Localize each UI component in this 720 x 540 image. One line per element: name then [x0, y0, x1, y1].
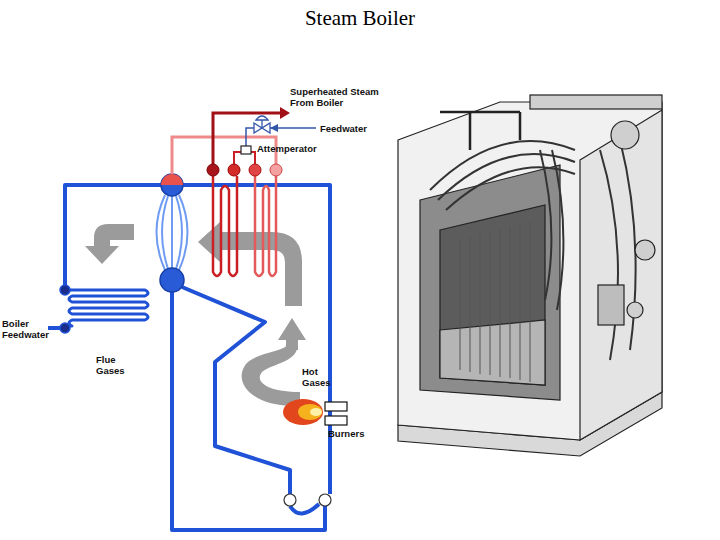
- water-pipe: [183, 185, 330, 494]
- superheater-coil: [255, 176, 276, 276]
- part-label: Superheated Steam From Boiler: [290, 86, 398, 108]
- boiler-tube: [600, 150, 618, 360]
- flue-gas-arrow: [85, 224, 134, 264]
- header-circle: [319, 494, 331, 506]
- steam-arrowhead: [280, 107, 290, 119]
- burner-housing: [598, 285, 624, 325]
- header-circle: [207, 164, 219, 176]
- furnace-opening: [420, 165, 560, 400]
- casing-front: [580, 110, 662, 440]
- downcomer-pipe: [172, 292, 325, 530]
- part-label: Hot Gases: [302, 366, 336, 388]
- piping: [440, 112, 520, 150]
- header-circle: [228, 164, 240, 176]
- mud-drum: [160, 268, 184, 292]
- steam-drum-illustration: [611, 121, 639, 149]
- superheated-steam-pipe: [213, 113, 282, 164]
- water-circuit: [48, 185, 330, 530]
- superheater: [172, 113, 316, 276]
- riser-tube: [176, 196, 182, 269]
- superheater-coil: [213, 176, 237, 276]
- header-circle: [270, 164, 282, 176]
- steam-drum-steam-space: [161, 174, 183, 185]
- boiler-cutaway-illustration: [398, 95, 662, 456]
- riser-tube: [157, 195, 166, 270]
- tube-bank: [460, 222, 530, 382]
- economizer-inlet: [60, 323, 70, 333]
- burner-nozzle: [325, 402, 347, 411]
- fitting: [635, 240, 655, 260]
- part-label: Flue Gases: [96, 354, 130, 376]
- burner-flame: [298, 404, 322, 420]
- tube-row: [460, 222, 530, 382]
- water-pipe: [182, 287, 290, 494]
- furnace-floor: [440, 320, 545, 385]
- riser-tubes: [157, 195, 188, 270]
- casing-body: [398, 102, 662, 440]
- valve-actuator: [256, 116, 268, 128]
- boiler-tube: [540, 150, 551, 300]
- riser-tube: [162, 196, 168, 269]
- stack-outlet: [530, 95, 662, 109]
- attemperator-box: [241, 146, 251, 154]
- riser-tube: [179, 195, 188, 270]
- economizer-header: [60, 285, 70, 295]
- fitting: [627, 302, 643, 318]
- riser-tube: [171, 196, 173, 268]
- boiler-tubes: [430, 140, 636, 360]
- burner-flame: [283, 399, 323, 425]
- diagram-title: Steam Boiler: [0, 6, 720, 31]
- header-circle: [284, 494, 296, 506]
- feedwater-arrowhead: [270, 124, 278, 132]
- boiler-tube: [552, 150, 563, 310]
- part-label: Burners: [328, 428, 388, 439]
- part-label: Boiler Feedwater: [2, 318, 50, 340]
- water-pipe: [290, 504, 319, 514]
- boiler-tube: [430, 141, 575, 190]
- header-circle: [249, 164, 261, 176]
- economizer-coil: [65, 290, 148, 326]
- furnace-interior: [440, 205, 545, 385]
- hot-gas-arrow: [242, 344, 300, 406]
- part-label: Attemperator: [257, 143, 337, 154]
- burner-flame: [310, 408, 322, 416]
- boiler-tube: [446, 167, 575, 210]
- burner-nozzle: [325, 416, 347, 425]
- water-pipe: [65, 185, 161, 286]
- steam-drum: [161, 174, 183, 196]
- feedwater-inlet-pipe: [48, 326, 60, 330]
- part-label: Feedwater: [320, 123, 390, 134]
